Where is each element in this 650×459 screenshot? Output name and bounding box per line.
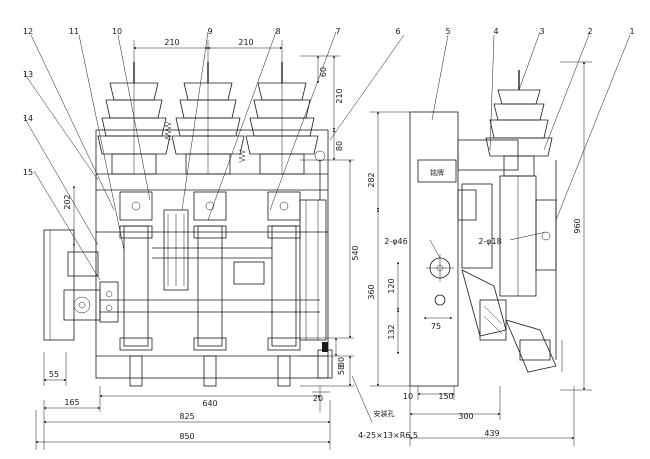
dim-left-height: 202 [63, 194, 72, 209]
dim-bottom-left: 55 [49, 370, 59, 379]
balloon-7: 7 [335, 27, 340, 36]
svg-text:2: 2 [587, 27, 592, 36]
side-dimensions [370, 31, 631, 446]
balloon-1: 1 [629, 27, 634, 36]
svg-text:4: 4 [493, 27, 498, 36]
balloon-9: 9 [207, 27, 212, 36]
svg-text:15: 15 [23, 168, 33, 177]
dim-side-base-1: 10 [403, 392, 413, 401]
dim-bushing-top: 60 [319, 67, 328, 77]
svg-text:10: 10 [112, 27, 122, 36]
dim-side-height-3: 120 [387, 278, 396, 293]
side-view: 铭牌 [409, 70, 563, 387]
dim-top-pitch-1: 210 [164, 38, 179, 47]
dim-bushing-mid: 210 [335, 88, 344, 103]
side-cabinet [409, 111, 459, 387]
operating-mechanism [100, 150, 327, 341]
balloon-15: 15 [23, 168, 33, 177]
dim-right-total: 540 [351, 245, 360, 260]
dim-side-depth: 439 [484, 429, 499, 438]
dim-hole-offset: 75 [431, 322, 441, 331]
nameplate-label: 铭牌 [430, 168, 444, 177]
dim-bottom-inner: 640 [202, 399, 217, 408]
dim-overall-inner: 825 [179, 412, 194, 421]
front-dimensions [35, 40, 354, 450]
dim-bottom-small: 20 [313, 394, 323, 403]
spring-mid [238, 149, 246, 163]
svg-text:8: 8 [275, 27, 280, 36]
foot-mid [203, 355, 217, 387]
spring-left [164, 121, 172, 141]
dim-bottom-offset: 165 [64, 398, 79, 407]
dim-top-pitch-2: 210 [238, 38, 253, 47]
dim-right-upper: 80 [335, 141, 344, 151]
balloon-2: 2 [587, 27, 592, 36]
label-hole-18: 2-φ18 [478, 237, 501, 246]
foot-right [277, 355, 291, 387]
earthing-switch [43, 229, 119, 341]
balloon-8: 8 [275, 27, 280, 36]
svg-text:12: 12 [23, 27, 33, 36]
balloon-3: 3 [539, 27, 544, 36]
balloon-5: 5 [445, 27, 450, 36]
dim-side-base-2: 150 [438, 392, 453, 401]
bushing-middle [171, 62, 245, 175]
balloon-4: 4 [493, 27, 498, 36]
dim-side-height-1: 282 [367, 172, 376, 187]
svg-text:11: 11 [69, 27, 79, 36]
svg-text:5: 5 [445, 27, 450, 36]
svg-text:9: 9 [207, 27, 212, 36]
label-slot-spec: 4-25×13×R6.5 [358, 431, 418, 440]
contact-head-right [267, 191, 301, 221]
tube-right [271, 225, 297, 347]
dim-side-height-2: 360 [367, 284, 376, 299]
hole-18 [434, 294, 446, 306]
svg-text:6: 6 [395, 27, 400, 36]
balloon-13: 13 [23, 70, 33, 79]
balloon-14: 14 [23, 114, 33, 123]
dim-right-base: 58 [337, 365, 346, 375]
dim-overall-width: 850 [179, 432, 194, 441]
tube-mid [197, 225, 223, 347]
svg-text:14: 14 [23, 114, 33, 123]
svg-text:1: 1 [629, 27, 634, 36]
label-hole-46: 2-φ46 [384, 237, 407, 246]
dim-right-lower: 80 [337, 357, 346, 367]
balloon-11: 11 [69, 27, 79, 36]
label-mounting-hole: 安装孔 [374, 409, 395, 418]
dim-side-overall: 960 [573, 218, 582, 233]
dim-side-base-3: 300 [458, 412, 473, 421]
tube-left [123, 225, 149, 347]
svg-text:13: 13 [23, 70, 33, 79]
nameplate-box [417, 159, 457, 183]
front-view [43, 62, 333, 387]
frame-outline [95, 129, 329, 379]
contact-head-mid [193, 191, 227, 221]
balloon-6: 6 [395, 27, 400, 36]
leader-lines [23, 31, 405, 423]
balloon-10: 10 [112, 27, 122, 36]
svg-text:7: 7 [335, 27, 340, 36]
dim-side-height-4: 132 [387, 324, 396, 339]
foot-left [129, 355, 143, 387]
bushing-right [245, 62, 319, 175]
contact-head-left [119, 191, 153, 221]
balloon-12: 12 [23, 27, 33, 36]
svg-text:3: 3 [539, 27, 544, 36]
